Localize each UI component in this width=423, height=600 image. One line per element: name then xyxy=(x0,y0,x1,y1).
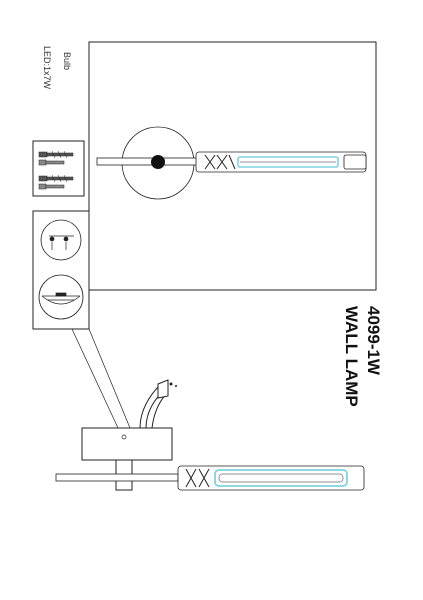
anchor-icon xyxy=(38,159,65,166)
bulb-title: Bulb xyxy=(62,52,72,70)
decor-pattern-icon xyxy=(185,468,210,488)
wall-canopy xyxy=(81,427,173,461)
top-view-frame xyxy=(88,41,377,291)
side-lamp-body xyxy=(177,465,365,491)
led-tube xyxy=(237,156,339,168)
bulb-label: Bulb LED:1x7W xyxy=(42,46,72,90)
side-arm xyxy=(55,473,179,482)
screw-icon xyxy=(38,174,74,183)
screw-icon xyxy=(38,150,74,159)
lamp-arm xyxy=(96,157,198,166)
wire-connector-detail xyxy=(40,219,82,261)
hardware-box xyxy=(32,140,85,197)
bulb-spec: LED:1x7W xyxy=(42,46,52,90)
wire-connector-icon xyxy=(169,382,177,387)
decor-pattern-icon xyxy=(204,154,236,170)
side-led-tube xyxy=(214,469,348,487)
leader-lines xyxy=(71,328,131,429)
wire-connector-icon xyxy=(49,235,74,250)
mounting-detail-box xyxy=(32,210,90,330)
product-title: 4099-1W WALL LAMP xyxy=(342,306,383,407)
end-cap xyxy=(343,154,367,170)
product-model: 4099-1W xyxy=(364,306,383,376)
anchor-icon xyxy=(38,183,65,190)
mounting-plate-icon xyxy=(41,292,81,305)
side-view xyxy=(55,379,365,491)
canopy-screw-hole xyxy=(121,434,127,440)
product-name: WALL LAMP xyxy=(342,306,361,407)
wire-icon xyxy=(139,379,169,429)
center-knob xyxy=(151,155,165,169)
mounting-plate-detail xyxy=(38,274,84,320)
